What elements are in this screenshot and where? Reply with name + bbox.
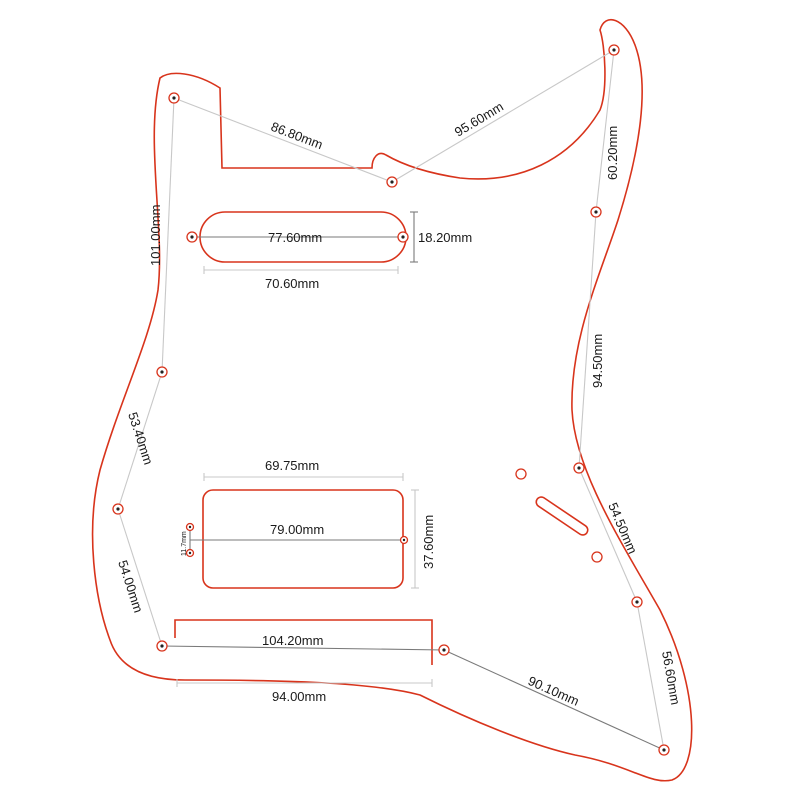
screw-hole-center bbox=[160, 370, 164, 374]
screw-hole-center bbox=[577, 466, 581, 470]
dim-line-right-bottom bbox=[636, 601, 665, 751]
dim-line-left-upper bbox=[161, 97, 175, 373]
screw-hole-center bbox=[116, 507, 120, 511]
dim-line-right-lower bbox=[578, 467, 638, 603]
label-bridge-height: 37.60mm bbox=[421, 515, 436, 569]
label-top-left: 86.80mm bbox=[269, 119, 325, 152]
screw-hole-center bbox=[594, 210, 598, 214]
switch-slot bbox=[535, 496, 589, 536]
dim-line-right-upper bbox=[595, 49, 615, 213]
pickguard-outline bbox=[91, 19, 693, 782]
bridge-pickup-cutout bbox=[202, 489, 404, 589]
label-neck-height: 18.20mm bbox=[418, 230, 472, 245]
label-bridge-width: 69.75mm bbox=[265, 458, 319, 473]
screw-hole-center bbox=[635, 600, 639, 604]
screw-hole-center bbox=[172, 96, 176, 100]
label-bottom-inner: 104.20mm bbox=[262, 633, 323, 648]
label-left-lower: 54.00mm bbox=[115, 558, 146, 614]
dim-line-bottom-diag bbox=[443, 649, 665, 751]
label-right-upper: 60.20mm bbox=[605, 126, 620, 180]
label-left-middle: 53.40mm bbox=[125, 410, 156, 466]
screw-hole-center bbox=[612, 48, 616, 52]
screw-hole-center bbox=[402, 538, 406, 542]
screw-hole-center bbox=[390, 180, 394, 184]
switch-screw-hole-bottom bbox=[591, 551, 603, 563]
screw-hole-center bbox=[188, 525, 192, 529]
label-left-upper: 101.00mm bbox=[148, 205, 163, 266]
dim-line-left-lower bbox=[117, 508, 163, 647]
screw-holes bbox=[112, 44, 670, 756]
label-right-lower: 54.50mm bbox=[605, 500, 640, 556]
label-bottom-width: 94.00mm bbox=[272, 689, 326, 704]
switch-screw-hole-top bbox=[515, 468, 527, 480]
dim-line-top-left bbox=[173, 97, 393, 183]
dim-line-right-middle bbox=[578, 211, 597, 469]
label-bridge-inner: 79.00mm bbox=[270, 522, 324, 537]
screw-hole-center bbox=[401, 235, 405, 239]
dim-line-top-right bbox=[391, 49, 615, 183]
label-bridge-small: 11.7mm bbox=[181, 531, 188, 556]
bottom-cutout bbox=[174, 619, 433, 665]
label-neck-width: 70.60mm bbox=[265, 276, 319, 291]
screw-hole-center bbox=[190, 235, 194, 239]
dim-line-bottom-inner bbox=[161, 645, 445, 651]
label-neck-inner: 77.60mm bbox=[268, 230, 322, 245]
screw-hole-center bbox=[160, 644, 164, 648]
screw-hole-center bbox=[442, 648, 446, 652]
screw-hole-center bbox=[188, 551, 192, 555]
label-right-middle: 94.50mm bbox=[590, 334, 605, 388]
screw-hole-center bbox=[662, 748, 666, 752]
dim-line-left-middle bbox=[117, 371, 163, 510]
